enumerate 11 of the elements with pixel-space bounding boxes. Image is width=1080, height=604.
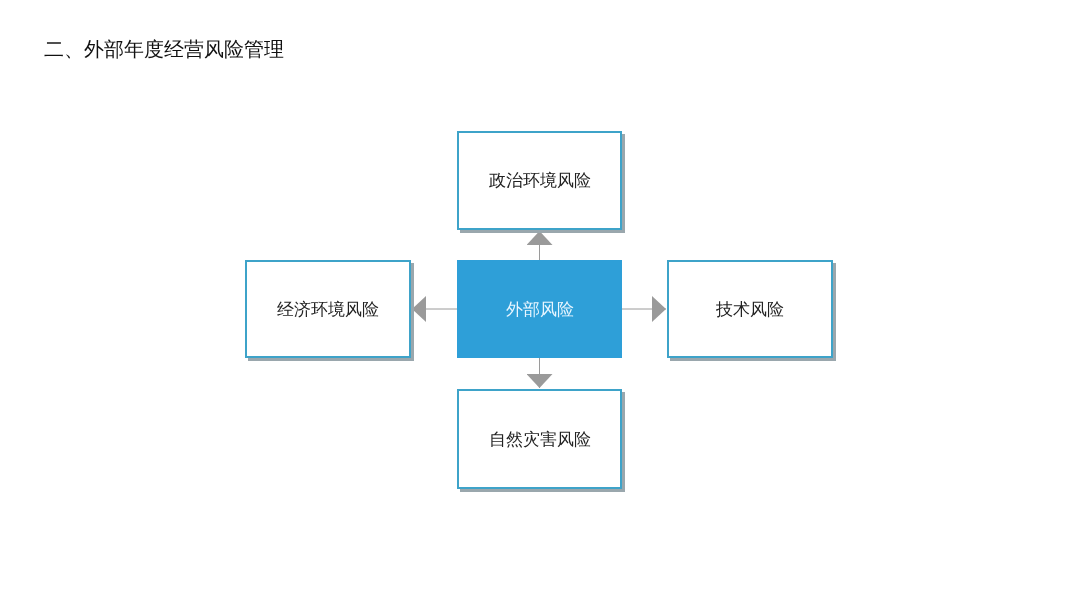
box-label: 外部风险 [505,297,574,321]
risk-box [667,260,833,358]
risk-box [245,260,411,358]
box-label: 经济环境风险 [277,297,379,321]
risk-box [457,131,622,230]
box-label: 技术风险 [716,297,784,321]
title: 二、外部年度经营风险管理 [44,36,284,63]
center-box [457,260,622,358]
risk-box [457,389,622,489]
box-label: 政治环境风险 [488,169,591,192]
box-label: 自然灾害风险 [488,427,591,451]
